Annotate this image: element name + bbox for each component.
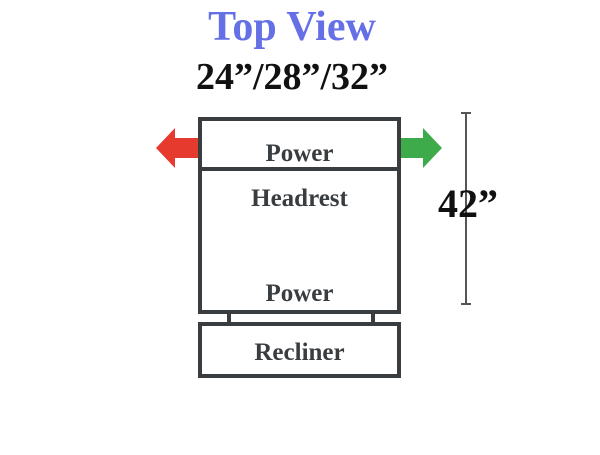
recliner-label: Recliner: [254, 339, 345, 366]
diagram-title: Top View: [208, 4, 376, 50]
top-power-label: Power: [265, 140, 334, 167]
bottom-power-label: Power: [265, 280, 334, 307]
width-options-label: 24”/28”/32”: [195, 56, 389, 98]
arrow-left-icon: [156, 128, 199, 168]
recliner-section: [198, 322, 401, 378]
headrest-label: Headrest: [251, 185, 348, 212]
headrest-section: [198, 167, 401, 314]
length-label: 42”: [438, 181, 498, 226]
arrow-right-icon: [400, 128, 442, 168]
